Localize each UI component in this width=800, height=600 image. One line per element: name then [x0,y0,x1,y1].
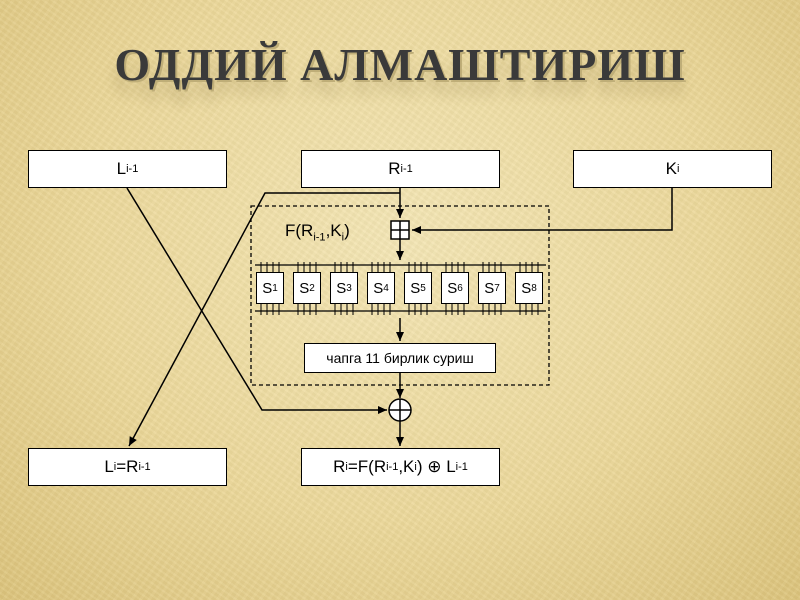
r-input-sub: i-1 [400,163,413,175]
l-input-label: L [116,159,127,178]
r-output-c-sub: i [414,461,417,473]
function-label-b: ,K [325,221,342,240]
l-input-sub: i-1 [126,163,139,175]
r-output-c: ,K [398,457,415,476]
r-output-d-sub: i-1 [455,461,468,473]
key-input-label: K [665,159,677,178]
key-input-sub: i [676,163,680,175]
r-input-label: R [388,159,401,178]
function-label-a: F(R [285,221,314,240]
slide-title: ОДДИЙ АЛМАШТИРИШ [114,39,686,90]
key-line [412,188,673,234]
l-output-b: =R [116,457,139,476]
function-label-c: ) [344,221,350,240]
l-output-b-sub: i-1 [138,461,151,473]
r-output-b: =F(R [347,457,387,476]
modular-adder-icon [390,220,410,240]
r-to-l-output-line [128,192,400,447]
rotate-left-box: чапга 11 бирлик суриш [304,343,496,373]
l-output-a: L [104,457,114,476]
r-output-a-sub: i [345,461,348,473]
function-label-a-sub: i-1 [313,231,326,244]
l-to-xor-line [126,187,387,414]
function-label: F(Ri-1,Ki) [285,221,350,243]
r-output-b-sub: i-1 [386,461,399,473]
l-output-a-sub: i [113,461,117,473]
sbox-wire-band [255,262,546,315]
xor-icon [388,398,412,422]
r-output-d: ) ⊕ L [416,457,456,476]
r-output-a: R [333,457,346,476]
function-label-b-sub: i [341,231,345,244]
